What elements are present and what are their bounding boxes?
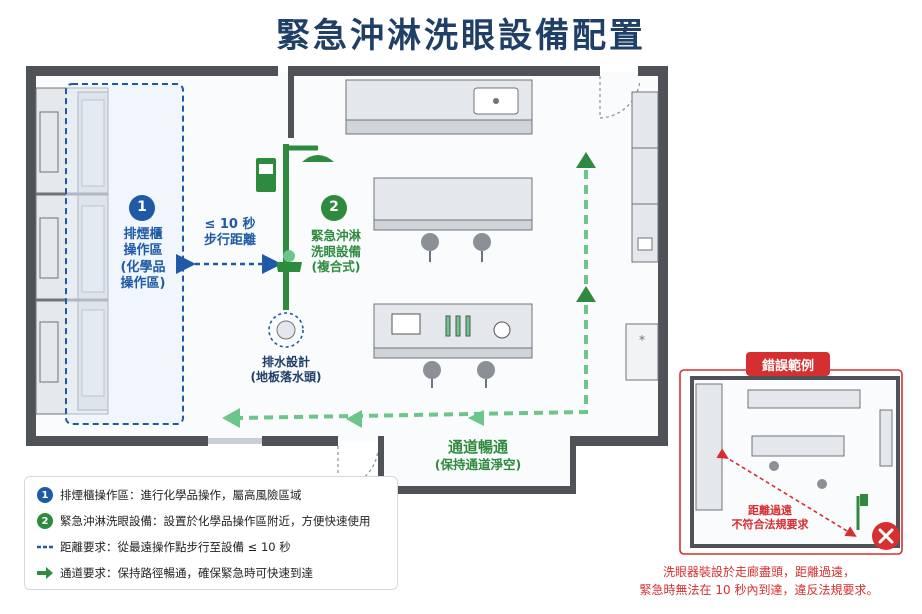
error-caption: 洗眼器裝設於走廊盡頭，距離過遠，緊急時無法在 10 秒內到達，違反法規要求。 [639, 565, 879, 597]
passage-label: 通道暢通(保持通道淨空) [434, 438, 522, 472]
right-cabinets: * [625, 91, 659, 381]
dashed-line-icon [37, 539, 53, 555]
legend-item-zone1: 1 排煙櫃操作區：進行化學品操作，屬高風險區域 [37, 487, 302, 503]
page-title: 緊急沖淋洗眼設備配置 [276, 16, 646, 56]
legend-marker-2: 2 [37, 513, 53, 529]
route-arrow-head [222, 408, 240, 428]
top-counter [345, 79, 533, 135]
zone1-label: 排煙櫃操作區(化學品操作區) [120, 227, 166, 291]
route-arrow-head [576, 152, 596, 168]
route-arrow-head [468, 410, 484, 426]
zone2-marker [321, 195, 347, 221]
legend: 1 排煙櫃操作區：進行化學品操作，屬高風險區域 2 緊急沖淋洗眼設備：設置於化學… [24, 476, 398, 590]
drain-label: 排水設計(地板落水頭) [250, 355, 322, 384]
zone1-number: 1 [137, 199, 147, 215]
zone2-number: 2 [329, 199, 339, 215]
zone2-label: 緊急沖淋洗眼設備(複合式) [310, 228, 361, 275]
emergency-shower [256, 144, 334, 310]
fume-hood-zone [65, 83, 184, 425]
bench-2 [373, 303, 533, 388]
corridor-floor [380, 420, 576, 488]
window-opening [208, 438, 262, 444]
distance-label: ≤ 10 秒步行距離 [203, 217, 256, 249]
door-swing-top [599, 76, 641, 119]
error-distance-note: 距離過遠不符合法規要求 [731, 504, 809, 531]
floor-drain-icon [276, 320, 296, 340]
error-mini-plan [690, 376, 900, 548]
route-arrow-head [346, 410, 362, 428]
svg-text:*: * [639, 333, 645, 347]
floor-drain-ring [268, 312, 304, 348]
bench-1 [373, 177, 533, 262]
legend-item-distance: 距離要求：從最遠操作點步行至設備 ≤ 10 秒 [37, 539, 291, 555]
walls [26, 66, 668, 494]
escape-route [237, 170, 588, 420]
route-arrow-head [576, 286, 596, 302]
zone1-marker [129, 195, 155, 221]
error-example-label: 錯誤範例 [746, 352, 830, 376]
legend-marker-1: 1 [37, 487, 53, 503]
green-arrow-icon [37, 565, 53, 581]
legend-item-zone2: 2 緊急沖淋洗眼設備：設置於化學品操作區附近，方便快速使用 [37, 513, 371, 529]
legend-item-passage: 通道要求：保持路徑暢通，確保緊急時可快速到達 [37, 565, 313, 581]
